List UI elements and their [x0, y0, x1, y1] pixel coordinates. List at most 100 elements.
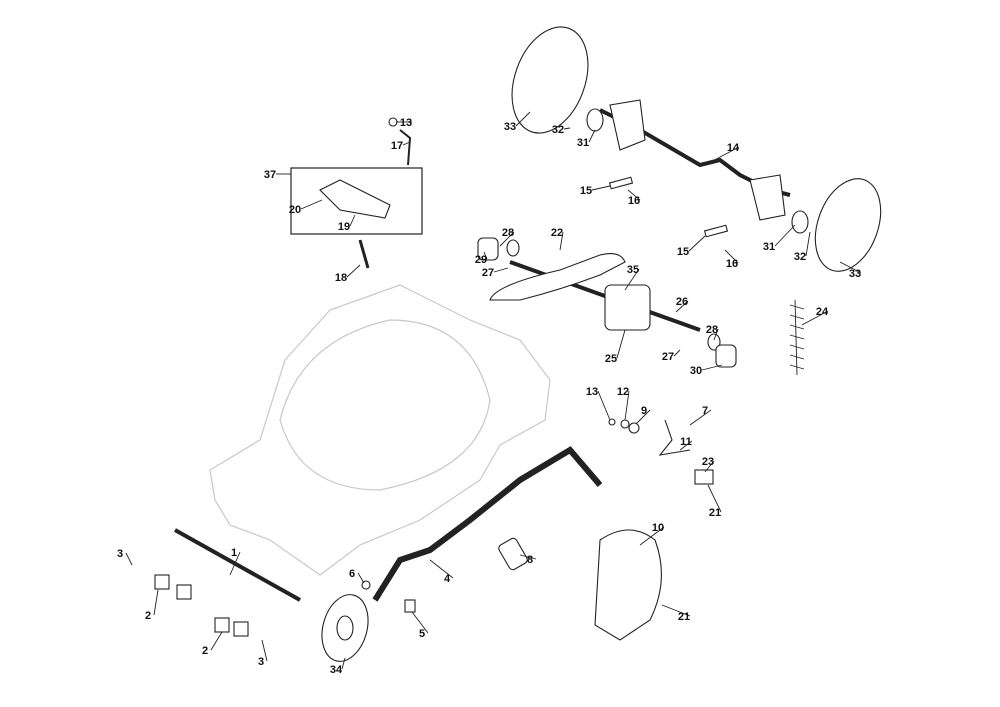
callout-19: 19 — [338, 221, 350, 233]
callout-11: 11 — [680, 436, 692, 448]
leader-line — [639, 526, 665, 546]
leader-line — [411, 611, 429, 634]
front-wheel — [321, 594, 369, 662]
leader-line — [125, 552, 133, 566]
callout-37: 37 — [264, 169, 276, 181]
callout-5: 5 — [419, 628, 425, 640]
callout-29: 29 — [475, 254, 487, 266]
callout-23: 23 — [702, 456, 714, 468]
callout-1: 1 — [231, 547, 237, 559]
callout-35: 35 — [627, 264, 639, 276]
leader-line — [635, 409, 651, 425]
callout-16: 16 — [726, 258, 738, 270]
height-adjust-lever — [372, 446, 603, 613]
rear-wheel-right — [791, 178, 882, 272]
leader-line — [627, 189, 641, 201]
leader-line — [559, 231, 564, 251]
rear-cover — [594, 529, 662, 641]
leader-line — [839, 261, 862, 274]
callout-7: 7 — [702, 405, 708, 417]
callout-24: 24 — [816, 306, 829, 318]
leader-line — [563, 127, 571, 130]
callout-2: 2 — [145, 610, 151, 622]
callout-28: 28 — [706, 324, 718, 336]
callout-22: 22 — [551, 227, 563, 239]
callout-34: 34 — [330, 664, 343, 676]
leader-line — [597, 390, 611, 421]
callout-8: 8 — [527, 554, 533, 566]
small-parts — [361, 117, 729, 590]
leader-line — [724, 249, 739, 264]
leader-line — [707, 484, 722, 513]
callout-17: 17 — [391, 140, 403, 152]
mower-deck — [209, 284, 551, 576]
handle-kit-box — [290, 129, 423, 269]
leader-line — [300, 199, 323, 210]
callout-28: 28 — [502, 227, 514, 239]
leader-line — [701, 364, 723, 371]
leader-line — [774, 224, 796, 247]
leader-line — [402, 141, 411, 146]
callout-6: 6 — [349, 568, 355, 580]
leader-line — [673, 349, 681, 357]
callout-2: 2 — [202, 645, 208, 657]
leader-line — [153, 589, 159, 616]
callout-3: 3 — [117, 548, 123, 560]
gearbox — [604, 284, 651, 331]
leader-line — [616, 329, 626, 359]
leader-line — [229, 551, 241, 576]
leader-line — [675, 300, 689, 313]
leader-line — [341, 657, 346, 670]
spring — [789, 299, 805, 376]
leader-line — [624, 268, 640, 291]
callout-30: 30 — [690, 365, 702, 377]
leader-line — [429, 559, 454, 579]
leader-line — [349, 214, 356, 227]
leader-line — [483, 251, 488, 260]
callout-13: 13 — [586, 386, 598, 398]
callout-13: 13 — [400, 117, 412, 129]
leader-line — [261, 639, 268, 662]
leader-line — [493, 267, 509, 273]
callout-15: 15 — [677, 246, 689, 258]
callout-14: 14 — [727, 142, 740, 154]
callout-4: 4 — [444, 573, 451, 585]
leader-line — [588, 129, 596, 143]
leader-line — [689, 409, 712, 426]
leader-line — [515, 111, 531, 127]
leader-line — [624, 390, 630, 421]
callout-9: 9 — [641, 405, 647, 417]
callout-32: 32 — [794, 251, 806, 263]
callout-31: 31 — [577, 137, 589, 149]
callout-15: 15 — [580, 185, 592, 197]
callout-20: 20 — [289, 204, 301, 216]
leader-line — [801, 310, 829, 326]
leader-line — [713, 328, 719, 341]
leader-line — [679, 440, 693, 451]
callout-3: 3 — [258, 656, 264, 668]
leader-line — [210, 631, 223, 651]
callout-10: 10 — [652, 522, 664, 534]
leader-line — [688, 235, 706, 252]
leader-line — [704, 460, 715, 473]
callout-32: 32 — [552, 124, 564, 136]
callout-12: 12 — [617, 386, 629, 398]
front-axle — [154, 528, 301, 637]
callout-16: 16 — [628, 195, 640, 207]
leader-line — [591, 185, 611, 191]
leader-line — [346, 264, 361, 278]
callout-21: 21 — [678, 611, 690, 623]
leader-line — [357, 572, 365, 584]
callout-18: 18 — [335, 272, 347, 284]
rear-wheel-left — [511, 26, 604, 134]
callout-27: 27 — [482, 267, 494, 279]
callout-27: 27 — [662, 351, 674, 363]
rear-axle-bracket — [599, 99, 791, 221]
callout-21: 21 — [709, 507, 721, 519]
leader-line — [661, 604, 691, 617]
callout-33: 33 — [849, 268, 861, 280]
leader-line — [805, 231, 811, 257]
